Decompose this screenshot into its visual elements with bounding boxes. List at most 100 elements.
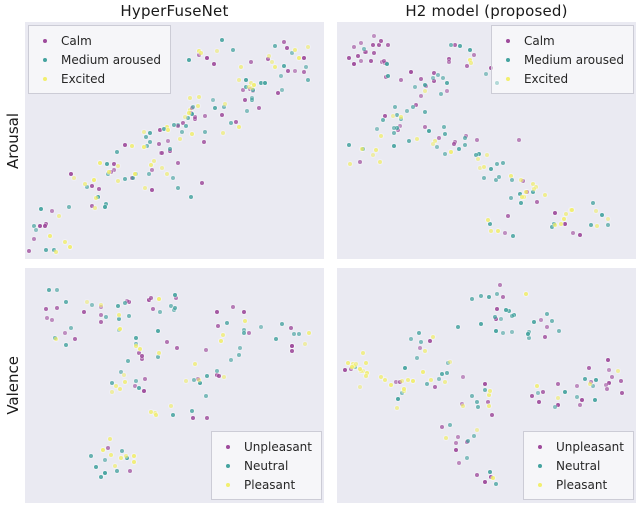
scatter-point [549, 318, 554, 323]
scatter-point [348, 161, 353, 166]
scatter-point [175, 161, 180, 166]
scatter-point [290, 51, 295, 56]
scatter-point [205, 55, 210, 60]
scatter-point [183, 123, 188, 128]
scatter-point [583, 376, 588, 381]
scatter-point [185, 116, 190, 121]
legend-marker [538, 444, 542, 449]
scatter-point [616, 368, 621, 373]
scatter-point [527, 329, 532, 334]
scatter-point [453, 140, 458, 144]
scatter-point [190, 132, 195, 137]
scatter-point [607, 368, 612, 373]
legend-item: Neutral [530, 456, 624, 475]
legend-marker [538, 482, 542, 487]
row-label-valence-text: Valence [3, 356, 22, 415]
scatter-point [609, 375, 614, 380]
scatter-point [481, 164, 486, 169]
scatter-point [606, 223, 611, 228]
scatter-point [451, 142, 456, 147]
scatter-point [177, 136, 182, 141]
scatter-point [190, 415, 195, 420]
scatter-point [42, 223, 47, 228]
scatter-point [273, 43, 278, 48]
scatter-point [487, 404, 492, 409]
scatter-point [245, 108, 250, 113]
scatter-point [352, 45, 357, 50]
scatter-point [388, 383, 393, 388]
scatter-point [510, 178, 515, 183]
scatter-point [243, 78, 248, 83]
scatter-point [205, 373, 210, 378]
legend-item: Medium aroused [35, 50, 161, 69]
scatter-point [397, 124, 402, 129]
scatter-point [442, 152, 447, 157]
scatter-point [241, 309, 246, 314]
scatter-point [280, 322, 285, 327]
scatter-point [535, 391, 540, 396]
scatter-point [422, 82, 427, 87]
scatter-point [138, 347, 143, 352]
scatter-point [475, 404, 480, 409]
scatter-point [358, 40, 363, 45]
scatter-point [501, 295, 506, 300]
scatter-point [134, 379, 139, 384]
scatter-point [359, 146, 364, 151]
scatter-point [174, 296, 179, 301]
scatter-point [172, 305, 177, 310]
scatter-point [346, 142, 351, 147]
scatter-point [345, 361, 350, 366]
scatter-point [124, 454, 129, 459]
scatter-point [156, 355, 161, 360]
scatter-point [395, 126, 400, 131]
scatter-point [243, 85, 248, 90]
scatter-point [54, 336, 59, 341]
legend-marker [505, 57, 510, 62]
scatter-point [442, 132, 447, 137]
scatter-point [530, 181, 535, 186]
scatter-point [465, 439, 470, 444]
scatter-point [410, 105, 415, 110]
scatter-point [404, 109, 409, 114]
scatter-point [589, 379, 594, 384]
scatter-point [505, 213, 510, 218]
scatter-point [588, 222, 593, 227]
scatter-point [246, 84, 251, 89]
scatter-point [382, 377, 387, 382]
scatter-point [131, 175, 136, 180]
scatter-point [93, 465, 98, 470]
scatter-point [219, 112, 224, 117]
scatter-point [527, 336, 532, 341]
scatter-point [293, 47, 298, 52]
scatter-point [98, 475, 103, 480]
scatter-point [172, 122, 177, 127]
scatter-point [530, 393, 535, 398]
scatter-point [221, 374, 226, 379]
scatter-point [374, 148, 379, 153]
scatter-point [151, 307, 156, 312]
legend-marker [226, 482, 230, 487]
scatter-point [474, 137, 479, 142]
scatter-point [521, 179, 526, 184]
scatter-point [379, 133, 384, 138]
scatter-point [605, 216, 610, 221]
scatter-point [359, 58, 364, 63]
scatter-point [507, 308, 512, 313]
scatter-point [102, 204, 107, 209]
scatter-point [223, 102, 228, 107]
scatter-point [594, 224, 599, 229]
scatter-point [165, 172, 170, 177]
scatter-point [423, 124, 428, 129]
scatter-point [594, 378, 599, 383]
scatter-point [381, 118, 386, 123]
scatter-point [407, 138, 412, 143]
scatter-point [448, 42, 453, 47]
scatter-point [133, 336, 138, 341]
scatter-point [376, 43, 381, 48]
legend-marker [226, 463, 230, 468]
legend-item: Medium aroused [498, 50, 624, 69]
scatter-point [93, 205, 98, 210]
scatter-point [147, 139, 152, 144]
scatter-point [406, 377, 411, 382]
scatter-point [193, 116, 198, 121]
